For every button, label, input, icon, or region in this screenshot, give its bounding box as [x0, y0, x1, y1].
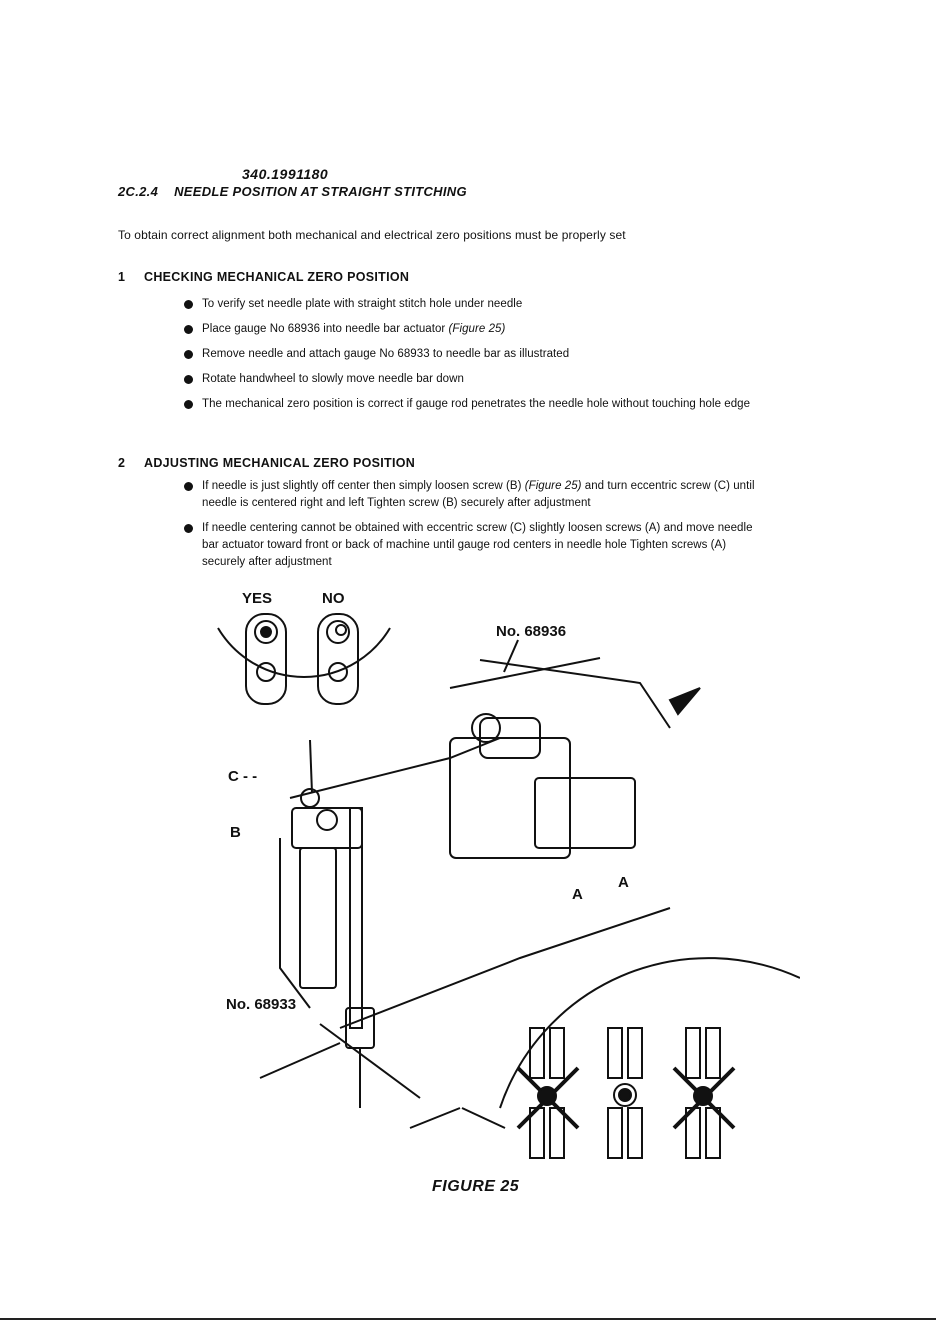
hole-diagram-left [516, 1027, 580, 1159]
section-heading: 2C.2.4 NEEDLE POSITION AT STRAIGHT STITCH… [118, 184, 467, 199]
figure-25-illustration: YES NO No. 68936 C - - B A A No. 68933 [200, 588, 800, 1159]
bullet-icon [184, 400, 193, 409]
list-item: If needle is just slightly off center th… [184, 478, 764, 512]
screw-a-label-1: A [572, 886, 583, 903]
list-item: Rotate handwheel to slowly move needle b… [184, 371, 764, 388]
figure-drawing [217, 613, 800, 1159]
step-2-list: If needle is just slightly off center th… [184, 478, 764, 579]
step-2-heading: 2 ADJUSTING MECHANICAL ZERO POSITION [118, 456, 415, 470]
step-1-number: 1 [118, 270, 126, 284]
section-title: NEEDLE POSITION AT STRAIGHT STITCHING [174, 184, 467, 199]
hole-diagram-center [607, 1027, 643, 1159]
yes-eccentric-icon [245, 613, 287, 705]
intro-paragraph: To obtain correct alignment both mechani… [118, 228, 626, 242]
screw-c-label: C - - [228, 768, 258, 785]
no-label: NO [322, 590, 345, 607]
yes-label: YES [242, 590, 273, 607]
page-bottom-rule [0, 1318, 936, 1320]
document-number: 340.1991180 [242, 166, 329, 182]
inset-circle-arc [217, 627, 391, 678]
list-item: Remove needle and attach gauge No 68933 … [184, 346, 764, 363]
screw-b-label: B [230, 824, 241, 841]
list-item: The mechanical zero position is correct … [184, 396, 764, 413]
bullet-icon [184, 375, 193, 384]
list-item: If needle centering cannot be obtained w… [184, 520, 764, 571]
step-2-title: ADJUSTING MECHANICAL ZERO POSITION [144, 456, 416, 470]
list-item: Place gauge No 68936 into needle bar act… [184, 321, 764, 338]
bullet-icon [184, 300, 193, 309]
step-1-list: To verify set needle plate with straight… [184, 296, 764, 421]
bullet-icon [184, 325, 193, 334]
leader-line [309, 739, 313, 794]
list-item: To verify set needle plate with straight… [184, 296, 764, 313]
gauge-68936-label: No. 68936 [496, 623, 567, 640]
bullet-icon [184, 350, 193, 359]
no-eccentric-icon [317, 613, 359, 705]
step-1-title: CHECKING MECHANICAL ZERO POSITION [144, 270, 410, 284]
hole-diagram-right [672, 1027, 736, 1159]
step-2-number: 2 [118, 456, 126, 470]
figure-caption: FIGURE 25 [432, 1178, 520, 1195]
gauge-68933-label: No. 68933 [226, 996, 297, 1013]
section-number: 2C.2.4 [118, 184, 159, 199]
bullet-icon [184, 482, 193, 491]
step-1-heading: 1 CHECKING MECHANICAL ZERO POSITION [118, 270, 409, 284]
screw-a-label-2: A [618, 874, 629, 891]
magnifier-arc [499, 957, 800, 1109]
bullet-icon [184, 524, 193, 533]
